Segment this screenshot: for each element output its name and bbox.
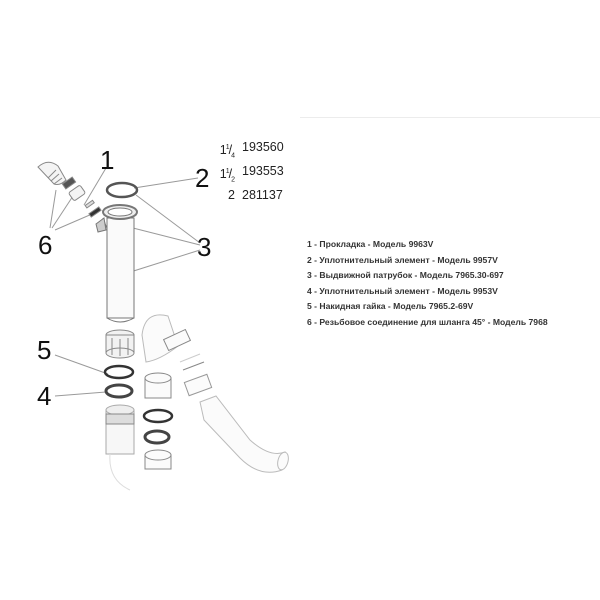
size-row: 11/4 193560 [212,140,284,164]
size-value: 11/4 [219,143,235,160]
ring-5 [103,364,135,380]
leader-6a [49,189,57,229]
elbow-pipe [141,314,289,473]
threaded-pipe-left [105,404,135,491]
seal-ring-4 [104,383,134,399]
callout-1: 1 [100,145,115,175]
legend-item-6: 6 - Резьбовое соединение для шланга 45° … [307,316,548,327]
size-code-table: 11/4 193560 11/2 193553 2 281137 [212,140,284,204]
callout-2: 2 [195,163,210,193]
callout-4: 4 [37,381,52,411]
size-value: 11/2 [219,167,235,184]
size-row: 2 281137 [212,188,284,204]
leader-2 [133,177,199,189]
hose-connector-45 [37,161,102,218]
callout-5: 5 [37,335,52,365]
seal-ring-2 [105,181,139,199]
size-row: 11/2 193553 [212,164,284,188]
leader-5 [54,354,109,375]
leader-6c [54,213,93,231]
leader-4 [54,391,107,397]
parts-legend: 1 - Прокладка - Модель 9963V 2 - Уплотни… [307,239,548,332]
leader-1 [83,167,107,206]
legend-item-3: 3 - Выдвижной патрубок - Модель 7965.30-… [307,270,504,280]
part-code: 193560 [242,140,284,154]
callout-3: 3 [197,232,212,262]
union-nut-5 [105,329,135,359]
legend-item-2: 2 - Уплотнительный элемент - Модель 9957… [307,254,498,265]
leader-3c [123,249,201,275]
leader-6b [51,195,74,229]
leader-3b [132,227,201,246]
divider-line [300,117,600,118]
legend-item-5: 5 - Накидная гайка - Модель 7965.2-69V [307,301,474,311]
leader-3a [135,194,201,244]
legend-item-1: 1 - Прокладка - Модель 9963V [307,239,434,249]
size-value: 2 [228,188,235,203]
callout-6: 6 [38,230,53,260]
part-code: 281137 [242,188,283,203]
part-code: 193553 [242,164,284,179]
legend-item-4: 4 - Уплотнительный элемент - Модель 9953… [307,285,498,296]
extension-pipe-3 [95,204,138,323]
